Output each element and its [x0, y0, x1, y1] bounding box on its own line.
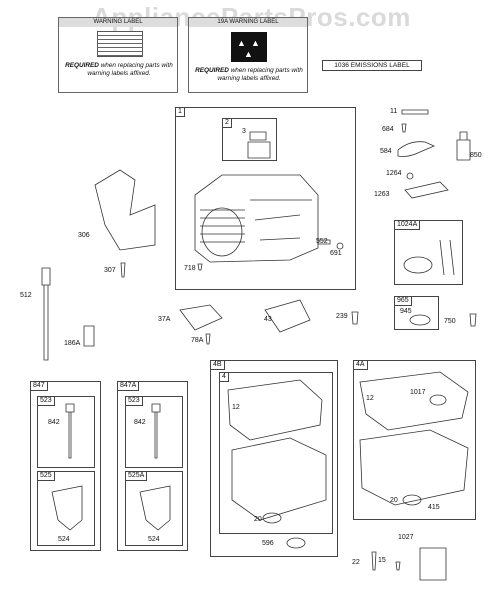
part-label-20b[interactable]: 20	[390, 497, 398, 504]
tube-sub-525-tag: 525	[37, 471, 55, 481]
dipstick-sub-523b[interactable]: 523	[125, 396, 183, 468]
part-label-186a[interactable]: 186A	[64, 340, 81, 347]
part-15-shape	[395, 561, 401, 571]
governor-box[interactable]: 1024A	[394, 220, 463, 285]
tube-sub-525[interactable]: 525	[37, 471, 95, 546]
part-label-415[interactable]: 415	[428, 504, 440, 511]
sump-box-4a-tag: 4A	[353, 360, 368, 370]
part-label-750[interactable]: 750	[444, 318, 456, 325]
part-label-1263[interactable]: 1263	[374, 191, 390, 198]
dipstick-box-847a[interactable]: 847A	[117, 381, 188, 551]
part-750-shape	[469, 313, 477, 327]
part-label-842a[interactable]: 842	[48, 419, 60, 426]
part-684-shape	[401, 123, 407, 133]
warning-label-image	[97, 31, 143, 57]
part-label-20a[interactable]: 20	[254, 516, 262, 523]
part-label-850[interactable]: 850	[470, 152, 482, 159]
sleeve-box[interactable]: 2	[222, 118, 277, 161]
governor-box-tag: 1024A	[394, 220, 421, 230]
cylinder-box[interactable]: 1	[175, 107, 356, 290]
required-bold-right: REQUIRED	[195, 67, 229, 74]
required-text-right: when replacing parts with warning labels…	[217, 67, 303, 82]
part-1027-shape	[419, 547, 447, 581]
dipstick-sub-523b-tag: 523	[125, 396, 143, 406]
sump-box-4b[interactable]: 4B	[210, 360, 338, 557]
emissions-label-text: 1036 EMISSIONS LABEL	[334, 62, 410, 69]
sump-sub-4-tag: 4	[219, 372, 229, 382]
part-307-shape	[120, 262, 126, 278]
part-78a-shape	[205, 333, 211, 345]
part-label-1027[interactable]: 1027	[398, 534, 414, 541]
part-label-11[interactable]: 11	[390, 108, 398, 115]
part-label-596[interactable]: 596	[262, 540, 274, 547]
part-label-15[interactable]: 15	[378, 557, 386, 564]
part-label-691[interactable]: 691	[330, 250, 342, 257]
sump-box-4b-tag: 4B	[210, 360, 225, 370]
part-1263-shape	[404, 181, 449, 199]
part-306-shape	[94, 169, 156, 251]
part-label-239[interactable]: 239	[336, 313, 348, 320]
dipstick-box-847[interactable]: 847	[30, 381, 101, 551]
dipstick-box-847a-tag: 847A	[117, 381, 140, 391]
tube-sub-525a-tag: 525A	[125, 471, 148, 481]
part-11-shape	[401, 109, 429, 115]
part-label-945[interactable]: 945	[400, 308, 412, 315]
part-label-78a[interactable]: 78A	[191, 337, 204, 344]
part-239-shape	[351, 311, 359, 325]
part-label-3[interactable]: 3	[242, 128, 246, 135]
sump-sub-4[interactable]: 4	[219, 372, 333, 534]
19a-warning-label-panel[interactable]: 19A WARNING LABEL ▲ ▲ ▲ REQUIRED when re…	[188, 17, 308, 93]
tube-sub-525a[interactable]: 525A	[125, 471, 183, 546]
part-label-22[interactable]: 22	[352, 559, 360, 566]
part-label-43[interactable]: 43	[264, 316, 272, 323]
warning-triangle-icon: ▲	[251, 38, 260, 48]
warning-triangle-icon: ▲	[244, 49, 253, 59]
dipstick-sub-523-tag: 523	[37, 396, 55, 406]
part-label-307[interactable]: 307	[104, 267, 116, 274]
part-label-552[interactable]: 552	[316, 238, 328, 245]
required-note-left: REQUIRED when replacing parts with warni…	[61, 62, 177, 78]
part-186a-shape	[83, 325, 95, 347]
part-850-shape	[456, 131, 471, 161]
required-note-right: REQUIRED when replacing parts with warni…	[191, 67, 307, 83]
warning-label-panel[interactable]: WARNING LABEL REQUIRED when replacing pa…	[58, 17, 178, 93]
dipstick-sub-523[interactable]: 523	[37, 396, 95, 468]
part-label-12a[interactable]: 12	[232, 404, 240, 411]
required-bold-left: REQUIRED	[65, 62, 99, 69]
seal-box-tag: 965	[394, 296, 412, 306]
part-label-524b[interactable]: 524	[148, 536, 160, 543]
cylinder-box-tag: 1	[175, 107, 185, 117]
emissions-label[interactable]: 1036 EMISSIONS LABEL	[322, 60, 422, 71]
part-37a-shape	[179, 304, 223, 331]
warning-label-title: WARNING LABEL	[59, 18, 177, 27]
part-584-shape	[397, 141, 435, 157]
sump-box-4a[interactable]: 4A	[353, 360, 476, 520]
part-label-524a[interactable]: 524	[58, 536, 70, 543]
part-label-718[interactable]: 718	[184, 265, 196, 272]
part-label-584[interactable]: 584	[380, 148, 392, 155]
dipstick-box-847-tag: 847	[30, 381, 48, 391]
required-text-left: when replacing parts with warning labels…	[87, 62, 173, 77]
warning-triangle-icon: ▲	[237, 38, 246, 48]
part-label-1017[interactable]: 1017	[410, 389, 426, 396]
part-22-shape	[371, 551, 377, 571]
sleeve-box-tag: 2	[222, 118, 232, 128]
part-512-shape	[41, 267, 51, 361]
part-label-306[interactable]: 306	[78, 232, 90, 239]
part-label-684[interactable]: 684	[382, 126, 394, 133]
part-label-37a[interactable]: 37A	[158, 316, 171, 323]
19a-warning-label-image: ▲ ▲ ▲	[231, 32, 267, 62]
part-label-512[interactable]: 512	[20, 292, 32, 299]
part-label-1264[interactable]: 1264	[386, 170, 402, 177]
part-1264-shape	[406, 172, 414, 180]
part-label-842b[interactable]: 842	[134, 419, 146, 426]
seal-box[interactable]: 965	[394, 296, 439, 330]
part-label-12b[interactable]: 12	[366, 395, 374, 402]
19a-warning-label-title: 19A WARNING LABEL	[189, 18, 307, 27]
